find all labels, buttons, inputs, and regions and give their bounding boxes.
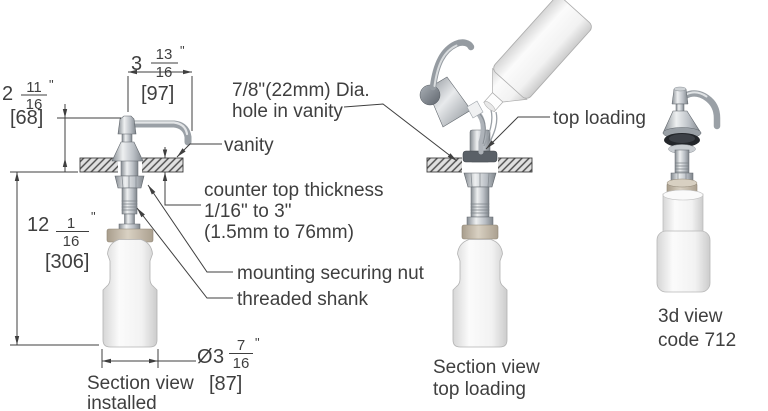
caption-left-line1: Section view (87, 373, 194, 394)
middle-dip-tube-edge (479, 113, 486, 145)
dim-bottle-dia-unit: " (255, 335, 260, 350)
label-hole-note-line2: hole in vanity (232, 101, 343, 122)
label-thickness-line1: counter top thickness (204, 180, 384, 201)
dim-bottle-dia-prefix: Ø (197, 346, 213, 368)
left-pump-cone (111, 141, 144, 162)
dim-spout-reach-whole: 3 (131, 53, 142, 75)
right-shank (674, 149, 690, 175)
left-spout-highlight (129, 121, 189, 136)
middle-pour-stream (483, 109, 498, 149)
dim-below-counter-num: 1 (67, 215, 75, 232)
dim-head-height-metric: [68] (10, 107, 43, 129)
caption-middle-line1: Section view (433, 357, 540, 378)
middle-lever-highlight (433, 44, 458, 87)
caption-right-line1: 3d view (658, 306, 723, 327)
dimension-lines (10, 62, 550, 368)
left-figure-section-installed (79, 115, 192, 348)
right-bottle-body (656, 230, 711, 293)
left-mounting-nut (114, 175, 145, 189)
middle-bottle-collar (461, 224, 499, 240)
left-nut-scallops (121, 175, 137, 189)
dim-spout-reach-metric: [97] (141, 83, 174, 105)
dim-below-counter-metric: [306] (45, 251, 89, 273)
caption-right-line2: code 712 (658, 330, 736, 351)
dim-head-height-num: 11 (26, 79, 42, 96)
left-lower-tube (124, 213, 135, 226)
right-spout-highlight (685, 91, 708, 98)
left-pump-cap (117, 115, 137, 135)
label-thickness-line2: 1/16" to 3" (204, 201, 291, 222)
dim-bottle-dia-den: 16 (233, 355, 250, 372)
dim-below-counter-whole: 12 (27, 214, 49, 236)
middle-nut-scallops (470, 172, 490, 188)
middle-shank-threads (470, 203, 490, 214)
right-cap-top (673, 86, 687, 92)
dim-below-counter-den: 16 (63, 233, 80, 250)
left-spout (126, 120, 192, 146)
middle-lever (429, 39, 475, 91)
middle-threaded-shank (470, 186, 490, 218)
right-collar-top (666, 178, 698, 188)
right-black-flange-top (669, 134, 695, 143)
dim-head-height-unit: " (49, 77, 54, 92)
label-thickness-line3: (1.5mm to 76mm) (204, 222, 354, 243)
right-bottle-shoulder (662, 189, 704, 201)
left-shank-threads (121, 200, 138, 211)
dim-bottle-dia-num: 7 (237, 337, 245, 354)
right-shank-threads (675, 162, 689, 173)
dim-spout-reach-den: 16 (156, 64, 173, 81)
right-spout (681, 90, 721, 130)
caption-middle-line2: top loading (433, 379, 526, 400)
caption-left-line2: installed (87, 393, 157, 411)
middle-piston (466, 100, 484, 119)
label-threaded-shank: threaded shank (237, 289, 368, 310)
annotation-text: 2 11 16 " [68] 3 13 16 " [97] 12 1 16 " … (2, 43, 736, 411)
dim-below-counter-unit: " (91, 209, 96, 224)
dim-spout-reach-num: 13 (156, 46, 173, 63)
right-figure-3d-view (656, 86, 721, 293)
dim-bottle-dia-whole: 3 (213, 346, 224, 368)
middle-tilted-bottle (483, 0, 592, 113)
label-vanity: vanity (224, 135, 274, 156)
dim-spout-reach-unit: " (180, 43, 185, 58)
middle-figure-top-loading (419, 0, 592, 348)
label-mounting-nut: mounting securing nut (237, 263, 425, 284)
dim-bottle-dia-metric: [87] (209, 373, 242, 395)
dim-head-height-whole: 2 (2, 83, 13, 105)
middle-bottle (452, 239, 508, 348)
label-top-loading: top loading (553, 108, 646, 129)
label-hole-note-line1: 7/8"(22mm) Dia. (232, 80, 370, 101)
left-bottle (102, 239, 158, 348)
dim-head-height-den: 16 (26, 96, 43, 113)
